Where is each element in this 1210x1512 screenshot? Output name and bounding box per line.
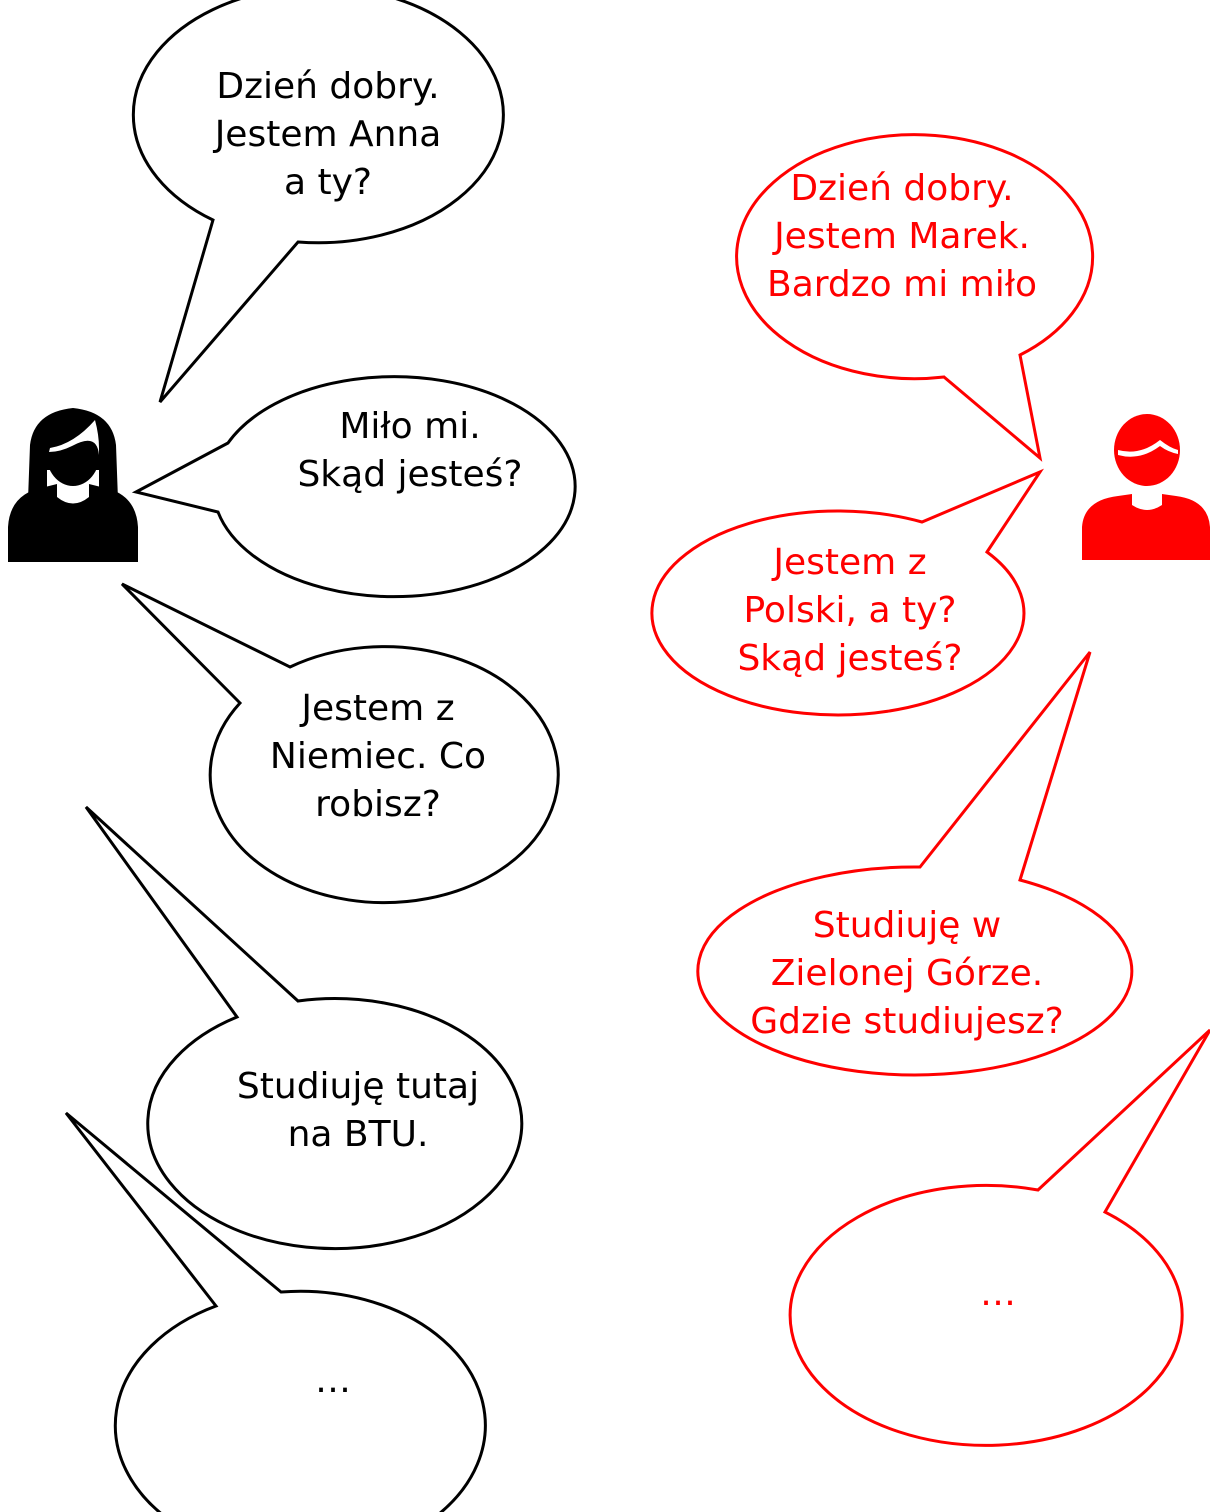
text-line: Dzień dobry.	[790, 168, 1014, 209]
bubble-a4-text: Studiuję tutaj na BTU.	[208, 1063, 508, 1159]
text-line: Skąd jesteś?	[737, 638, 963, 679]
text-line: …	[980, 1273, 1016, 1314]
text-line: Polski, a ty?	[743, 590, 957, 631]
text-line: Jestem z	[773, 542, 927, 583]
text-line: Gdzie studiujesz?	[750, 1001, 1064, 1042]
speech-bubble-a3	[120, 582, 560, 905]
speech-bubble-b4	[788, 1028, 1210, 1447]
text-line: Jestem z	[301, 688, 455, 729]
text-line: Miło mi.	[339, 406, 481, 447]
bubble-b4-text: …	[948, 1270, 1048, 1318]
bubble-b1-text: Dzień dobry. Jestem Marek. Bardzo mi mił…	[747, 165, 1057, 309]
text-line: Zielonej Górze.	[770, 953, 1044, 994]
speech-bubble-a5	[64, 1111, 487, 1512]
text-line: Studiuję tutaj	[236, 1066, 480, 1107]
text-line: Jestem Marek.	[774, 216, 1030, 257]
speech-bubble-a1	[131, 0, 505, 403]
bubble-a3-text: Jestem z Niemiec. Co robisz?	[248, 685, 508, 829]
bubble-a1-text: Dzień dobry. Jestem Anna a ty?	[198, 63, 458, 207]
speech-bubble-b2	[650, 468, 1045, 717]
woman-user-icon	[8, 408, 138, 562]
bubble-b3-text: Studiuję w Zielonej Górze. Gdzie studiuj…	[717, 902, 1097, 1046]
text-line: a ty?	[283, 162, 373, 203]
text-line: robisz?	[315, 784, 441, 825]
text-line: Jestem Anna	[214, 114, 442, 155]
speech-bubble-a4	[84, 805, 524, 1251]
text-line: Bardzo mi miło	[767, 264, 1037, 305]
speech-bubble-a2	[131, 375, 577, 599]
speech-bubble-b3	[696, 651, 1134, 1077]
speech-bubble-b1	[735, 133, 1095, 462]
text-line: …	[315, 1360, 351, 1401]
bubble-b2-text: Jestem z Polski, a ty? Skąd jesteś?	[720, 539, 980, 683]
text-line: na BTU.	[287, 1114, 429, 1155]
text-line: Dzień dobry.	[216, 66, 440, 107]
bubble-a2-text: Miło mi. Skąd jesteś?	[280, 403, 540, 499]
man-user-icon	[1082, 414, 1210, 560]
text-line: Studiuję w	[812, 905, 1002, 946]
text-line: Niemiec. Co	[269, 736, 487, 777]
text-line: Skąd jesteś?	[297, 454, 523, 495]
bubble-a5-text: …	[283, 1357, 383, 1405]
